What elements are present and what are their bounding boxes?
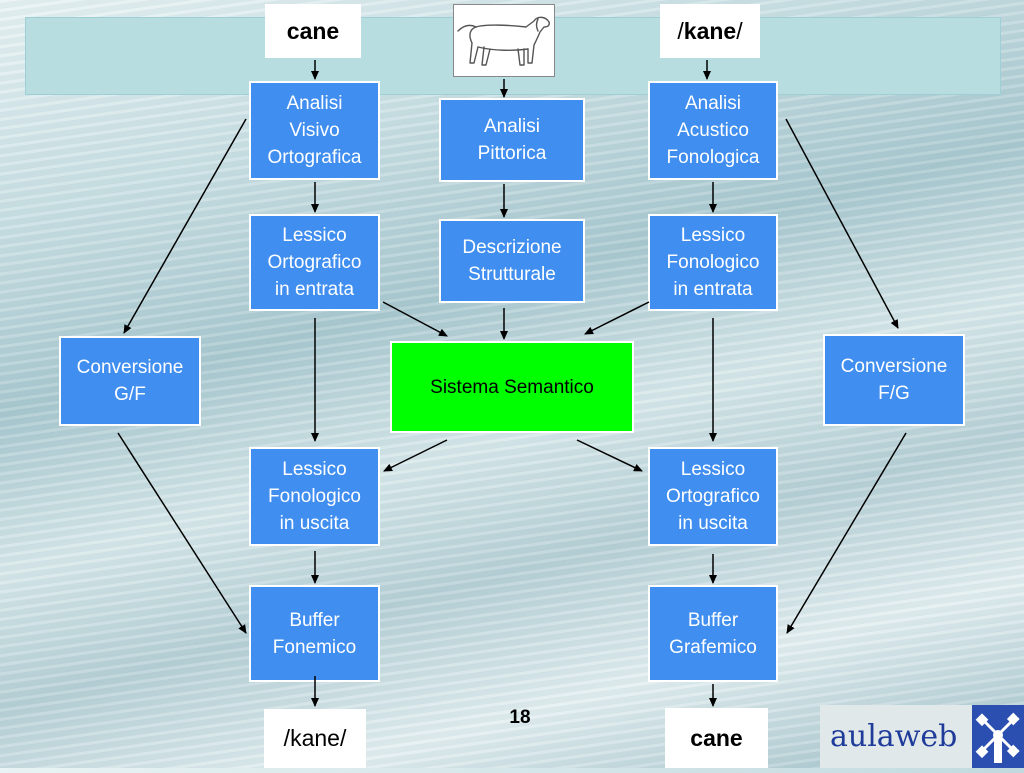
output-written-text: cane bbox=[690, 724, 743, 751]
input-phonetic-text: kane bbox=[683, 17, 737, 44]
arrow-phono-lexicon-to-semantic bbox=[584, 301, 650, 335]
node-visual-analysis-label: Analisi Visivo Ortografica bbox=[267, 93, 362, 168]
node-phonological-lexicon-out: Lessico Fonologico in uscita bbox=[249, 447, 380, 546]
node-structural-description-label: Descrizione Strutturale bbox=[462, 237, 562, 285]
arrow-conversion-fg-to-graphemic bbox=[786, 432, 907, 634]
arrow-semantic-to-ortho-out bbox=[576, 439, 643, 472]
dog-sketch-icon bbox=[453, 4, 555, 77]
node-orthographic-lexicon-in: Lessico Ortografico in entrata bbox=[249, 214, 380, 311]
node-semantic-system-label: Sistema Semantico bbox=[430, 376, 594, 398]
node-phonemic-buffer-label: Buffer Fonemico bbox=[272, 609, 357, 658]
node-graphemic-buffer: Buffer Grafemico bbox=[648, 585, 778, 682]
node-phonemic-buffer: Buffer Fonemico bbox=[249, 585, 380, 682]
windmill-drawing bbox=[975, 712, 1020, 763]
arrow-conversion-gf-to-phonemic bbox=[117, 432, 247, 634]
arrow-semantic-to-phono-out bbox=[383, 439, 448, 472]
windmill-icon bbox=[972, 705, 1024, 768]
page-number: 18 bbox=[509, 707, 531, 728]
output-slash-right: / bbox=[339, 725, 347, 751]
input-phonetic-word: /kane/ bbox=[660, 4, 760, 58]
node-structural-description: Descrizione Strutturale bbox=[439, 219, 585, 303]
node-conversion-fg: Conversione F/G bbox=[823, 334, 965, 426]
input-slash-right: / bbox=[736, 17, 743, 44]
node-visual-analysis: Analisi Visivo Ortografica bbox=[249, 81, 380, 180]
node-semantic-system: Sistema Semantico bbox=[390, 341, 634, 433]
node-conversion-fg-label: Conversione F/G bbox=[840, 356, 948, 404]
node-acoustic-analysis-label: Analisi Acustico Fonologica bbox=[666, 93, 760, 168]
node-graphemic-buffer-label: Buffer Grafemico bbox=[669, 609, 757, 658]
arrow-ortho-lexicon-to-semantic bbox=[382, 301, 448, 337]
arrow-acoustic-to-conversion-fg bbox=[785, 118, 899, 329]
node-phonological-lexicon-in: Lessico Fonologico in entrata bbox=[648, 214, 778, 311]
aulaweb-logo: aulaweb bbox=[820, 705, 1024, 768]
node-phonological-lexicon-out-label: Lessico Fonologico in uscita bbox=[268, 459, 361, 534]
node-orthographic-lexicon-in-label: Lessico Ortografico in entrata bbox=[267, 225, 362, 300]
input-slash-left: / bbox=[677, 17, 684, 44]
node-acoustic-analysis: Analisi Acustico Fonologica bbox=[648, 81, 778, 180]
logo-text: aulaweb bbox=[830, 719, 958, 754]
arrow-visual-to-conversion-gf bbox=[123, 118, 247, 334]
input-word: cane bbox=[265, 4, 361, 58]
node-pictorial-analysis-label: Analisi Pittorica bbox=[477, 116, 547, 164]
output-slash-left: / bbox=[283, 725, 291, 751]
node-conversion-gf: Conversione G/F bbox=[59, 336, 201, 426]
node-conversion-gf-label: Conversione G/F bbox=[76, 357, 184, 405]
output-spoken-text: kane bbox=[290, 725, 340, 751]
output-written-word: cane bbox=[665, 708, 768, 768]
node-pictorial-analysis: Analisi Pittorica bbox=[439, 98, 585, 182]
node-phonological-lexicon-in-label: Lessico Fonologico in entrata bbox=[666, 225, 760, 300]
input-word-text: cane bbox=[286, 17, 340, 44]
node-orthographic-lexicon-out: Lessico Ortografico in uscita bbox=[648, 447, 778, 546]
dog-drawing bbox=[457, 16, 550, 66]
node-orthographic-lexicon-out-label: Lessico Ortografico in uscita bbox=[666, 459, 760, 534]
output-spoken-word: /kane/ bbox=[264, 709, 366, 768]
